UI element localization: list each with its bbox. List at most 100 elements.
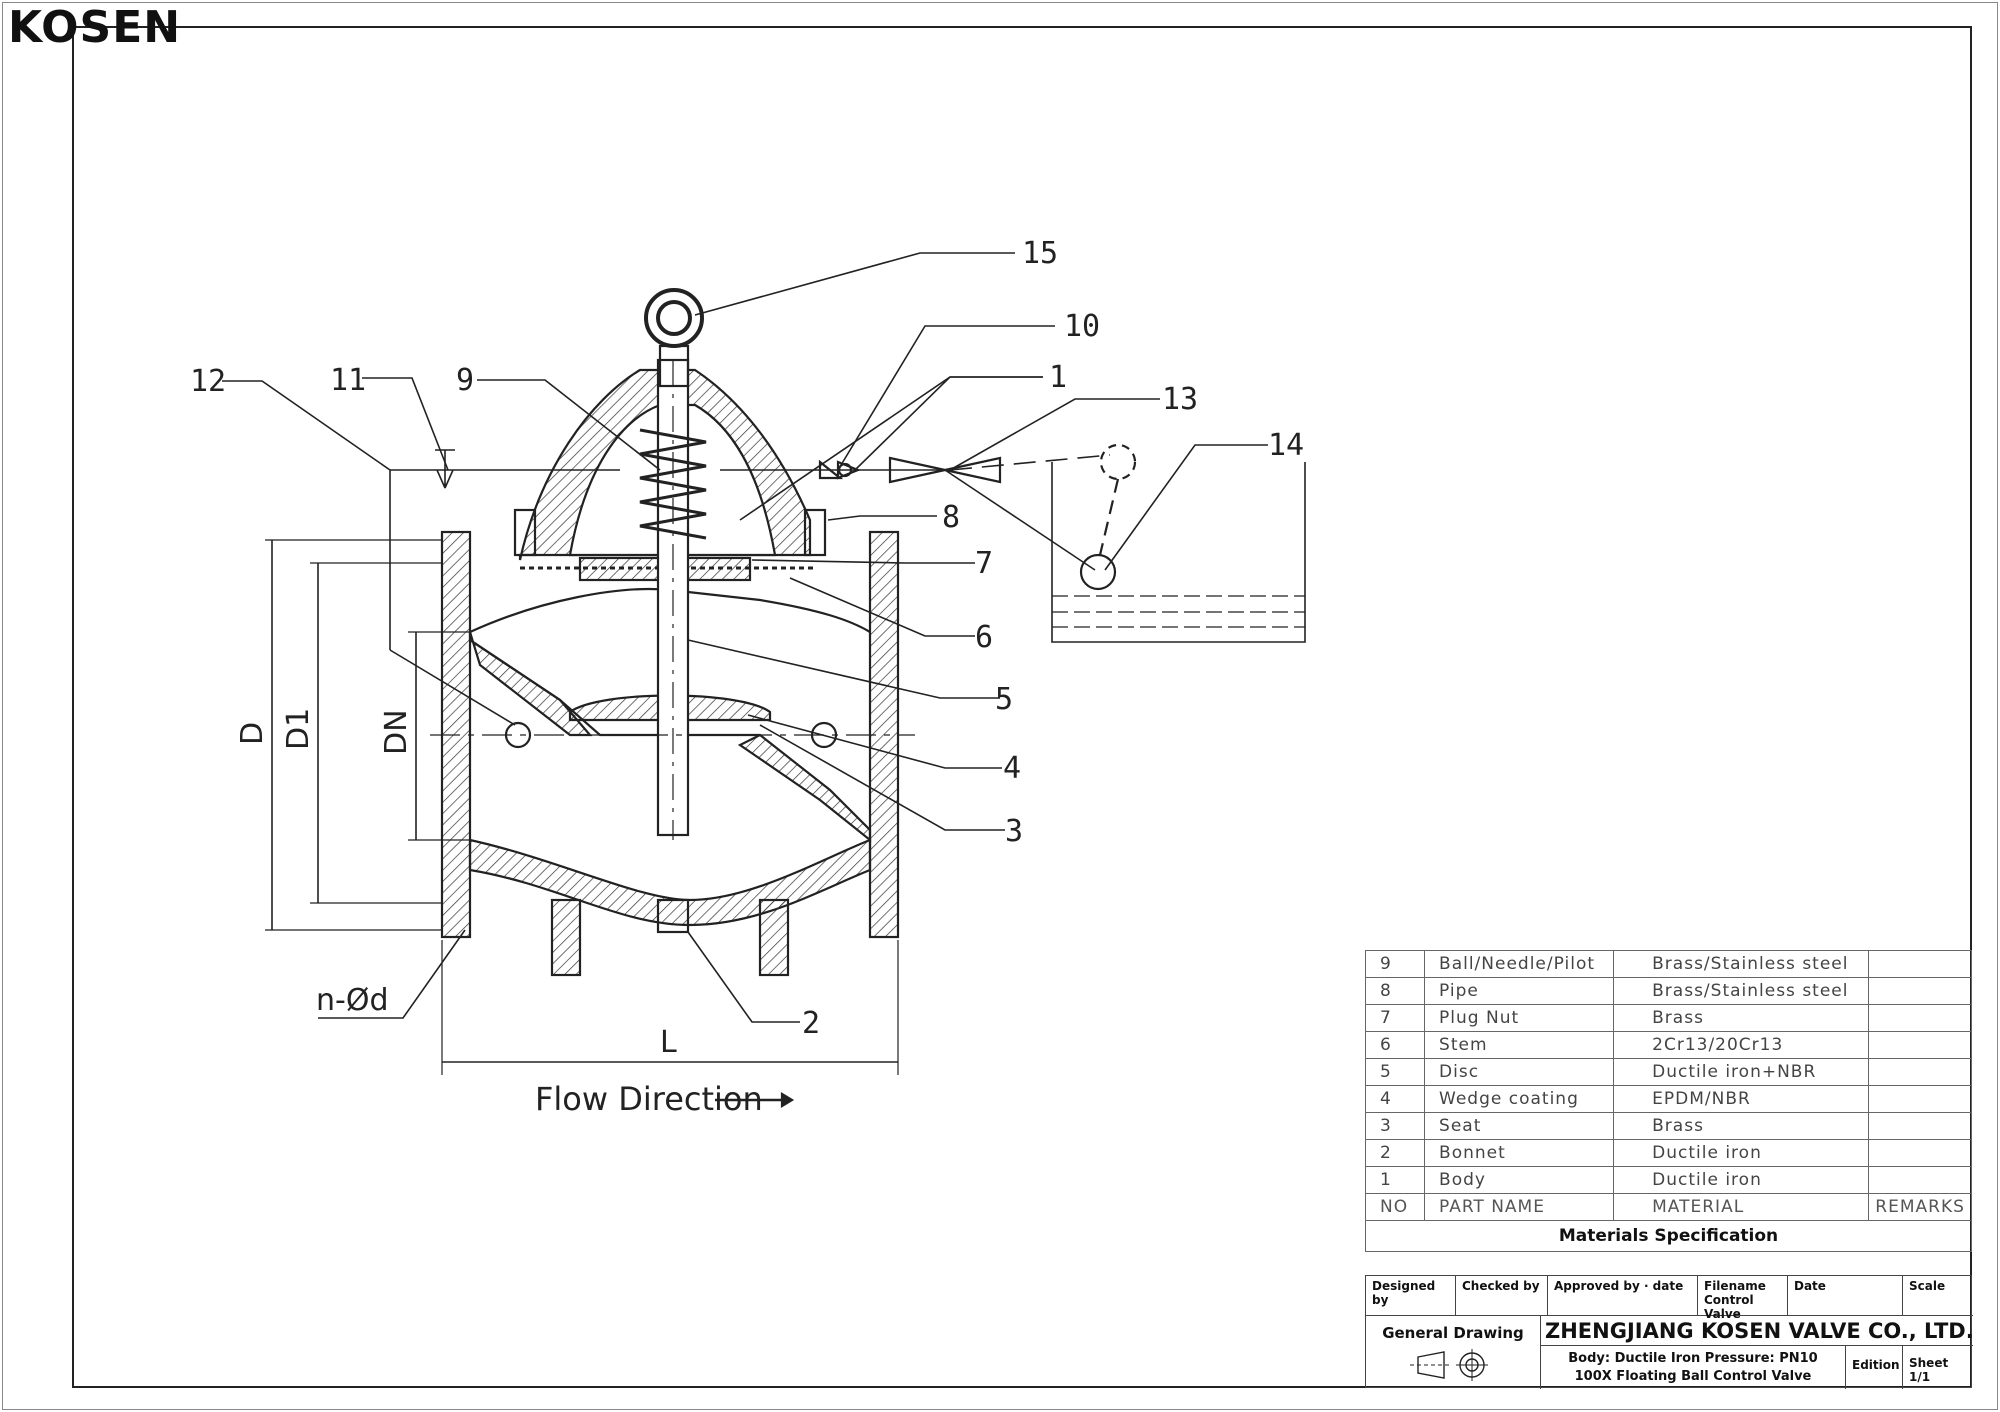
part-label: 3	[1005, 814, 1023, 849]
dim-holes: n-Ød	[316, 983, 389, 1018]
table-row: 9 Ball/Needle/Pilot Brass/Stainless stee…	[1364, 950, 1972, 978]
part-label: 11	[330, 363, 366, 398]
part-label: 9	[456, 363, 474, 398]
approved-by-label: Approved by · date	[1548, 1276, 1698, 1316]
table-title-row: Materials Specification	[1365, 1220, 1972, 1252]
spec-cell: Body: Ductile Iron Pressure: PN10 100X F…	[1541, 1346, 1846, 1389]
cell-no: 3	[1364, 1112, 1426, 1140]
sheet-label: Sheet	[1909, 1356, 1949, 1370]
cell-remarks	[1868, 1031, 1972, 1059]
company-name: ZHENGJIANG KOSEN VALVE CO., LTD.	[1541, 1316, 1974, 1346]
materials-table: 9 Ball/Needle/Pilot Brass/Stainless stee…	[1364, 950, 1972, 1252]
spec-line-2: 100X Floating Ball Control Valve	[1574, 1369, 1812, 1384]
table-row: 1 Body Ductile iron	[1364, 1166, 1972, 1194]
dimension-labels: D D1 DN n-Ød L Flow Direction	[235, 708, 763, 1118]
sheet-value: 1/1	[1909, 1370, 1931, 1384]
designed-by-label: Designed by	[1366, 1276, 1456, 1316]
part-label: 2	[802, 1006, 820, 1041]
title-block: Designed by Checked by Approved by · dat…	[1365, 1275, 1974, 1389]
table-row: 3 Seat Brass	[1364, 1112, 1972, 1140]
flow-direction-label: Flow Direction	[535, 1080, 763, 1118]
table-row: 4 Wedge coating EPDM/NBR	[1364, 1085, 1972, 1113]
filename-value: Control Valve	[1704, 1293, 1754, 1321]
header-no: NO	[1364, 1193, 1426, 1221]
part-label: 4	[1003, 751, 1021, 786]
cell-no: 2	[1364, 1139, 1426, 1167]
table-row: 2 Bonnet Ductile iron	[1364, 1139, 1972, 1167]
date-label: Date	[1788, 1276, 1903, 1316]
cell-material: Ductile iron	[1613, 1166, 1870, 1194]
header-material: MATERIAL	[1613, 1193, 1870, 1221]
scale-label: Scale	[1903, 1276, 1973, 1316]
cell-no: 8	[1364, 977, 1426, 1005]
cell-remarks	[1868, 1058, 1972, 1086]
cell-no: 1	[1364, 1166, 1426, 1194]
cell-material: Brass/Stainless steel	[1613, 950, 1870, 978]
cell-remarks	[1868, 1139, 1972, 1167]
part-label: 7	[975, 546, 993, 581]
edition-label: Edition	[1846, 1346, 1903, 1389]
cell-no: 6	[1364, 1031, 1426, 1059]
table-row: 8 Pipe Brass/Stainless steel	[1364, 977, 1972, 1005]
cell-name: Stem	[1424, 1031, 1615, 1059]
table-row: 6 Stem 2Cr13/20Cr13	[1364, 1031, 1972, 1059]
cell-name: Disc	[1424, 1058, 1615, 1086]
cell-no: 7	[1364, 1004, 1426, 1032]
cell-material: Brass	[1613, 1004, 1870, 1032]
spec-line-1: Body: Ductile Iron Pressure: PN10	[1568, 1351, 1818, 1366]
cell-remarks	[1868, 1085, 1972, 1113]
part-label: 8	[942, 500, 960, 535]
table-row: 7 Plug Nut Brass	[1364, 1004, 1972, 1032]
part-label: 15	[1022, 236, 1058, 271]
brand-logo: KOSEN	[8, 2, 182, 53]
cell-material: Ductile iron+NBR	[1613, 1058, 1870, 1086]
cell-remarks	[1868, 1166, 1972, 1194]
part-label: 12	[190, 364, 226, 399]
dim-d1: D1	[281, 708, 316, 750]
cell-name: Body	[1424, 1166, 1615, 1194]
table-header-row: NO PART NAME MATERIAL REMARKS	[1364, 1193, 1972, 1221]
cell-no: 4	[1364, 1085, 1426, 1113]
dim-length: L	[660, 1025, 677, 1060]
cell-material: Brass/Stainless steel	[1613, 977, 1870, 1005]
leader-lines	[222, 252, 1268, 1023]
cell-remarks	[1868, 950, 1972, 978]
part-label: 13	[1162, 382, 1198, 417]
cell-no: 9	[1364, 950, 1426, 978]
cell-remarks	[1868, 977, 1972, 1005]
dim-d: D	[235, 722, 270, 745]
cell-remarks	[1868, 1112, 1972, 1140]
cell-name: Pipe	[1424, 977, 1615, 1005]
cell-no: 5	[1364, 1058, 1426, 1086]
cell-name: Plug Nut	[1424, 1004, 1615, 1032]
part-label: 6	[975, 620, 993, 655]
cell-material: 2Cr13/20Cr13	[1613, 1031, 1870, 1059]
general-drawing-cell: General Drawing	[1366, 1316, 1541, 1389]
cell-name: Seat	[1424, 1112, 1615, 1140]
part-label: 14	[1268, 428, 1304, 463]
projection-symbol-icon	[1410, 1349, 1488, 1381]
header-name: PART NAME	[1424, 1193, 1615, 1221]
drawing-frame	[72, 26, 1972, 1388]
part-label: 1	[1049, 360, 1067, 395]
cell-material: Ductile iron	[1613, 1139, 1870, 1167]
cell-name: Ball/Needle/Pilot	[1424, 950, 1615, 978]
dim-dn: DN	[379, 709, 414, 755]
part-label: 10	[1064, 309, 1100, 344]
checked-by-label: Checked by	[1456, 1276, 1548, 1316]
cell-material: EPDM/NBR	[1613, 1085, 1870, 1113]
cell-name: Bonnet	[1424, 1139, 1615, 1167]
table-row: 5 Disc Ductile iron+NBR	[1364, 1058, 1972, 1086]
sheet-cell: Sheet 1/1	[1903, 1346, 1973, 1389]
cell-remarks	[1868, 1004, 1972, 1032]
cell-name: Wedge coating	[1424, 1085, 1615, 1113]
valve-body-outline	[265, 288, 1306, 1108]
header-remarks: REMARKS	[1868, 1193, 1972, 1221]
part-labels: 15 10 1 13 14 12 11 9 8 7 6 5 4 3 2	[190, 236, 1304, 1041]
filename-label: Filename	[1704, 1279, 1766, 1293]
table-title: Materials Specification	[1365, 1220, 1972, 1252]
cell-material: Brass	[1613, 1112, 1870, 1140]
